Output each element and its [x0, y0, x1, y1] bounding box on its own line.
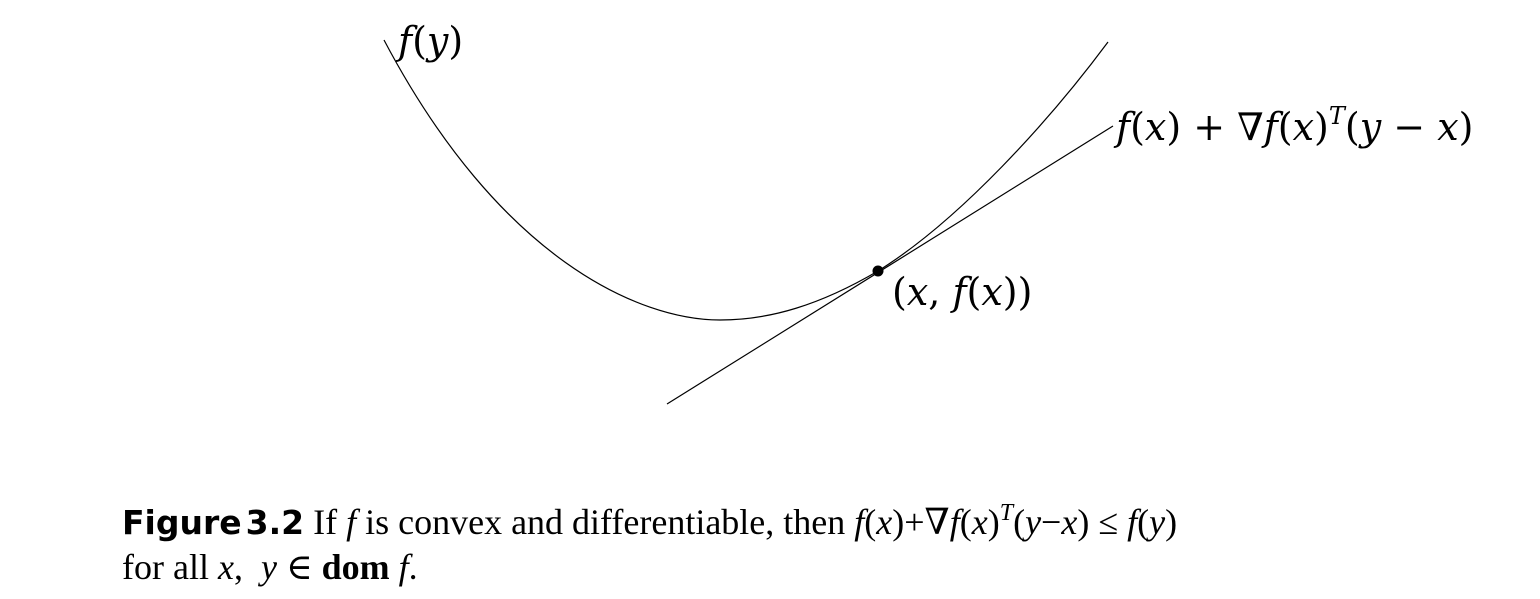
tangent-point	[872, 265, 884, 277]
point-label: (x, f(x))	[892, 270, 1032, 314]
tangent-label: f(x) + ∇f(x)T(y − x)	[1113, 102, 1473, 149]
tangent-line	[666, 125, 1114, 405]
convexity-diagram: f(y) f(x) + ∇f(x)T(y − x) (x, f(x))	[383, 19, 1473, 405]
convex-curve	[383, 39, 1109, 321]
curve-label: f(y)	[395, 19, 463, 63]
